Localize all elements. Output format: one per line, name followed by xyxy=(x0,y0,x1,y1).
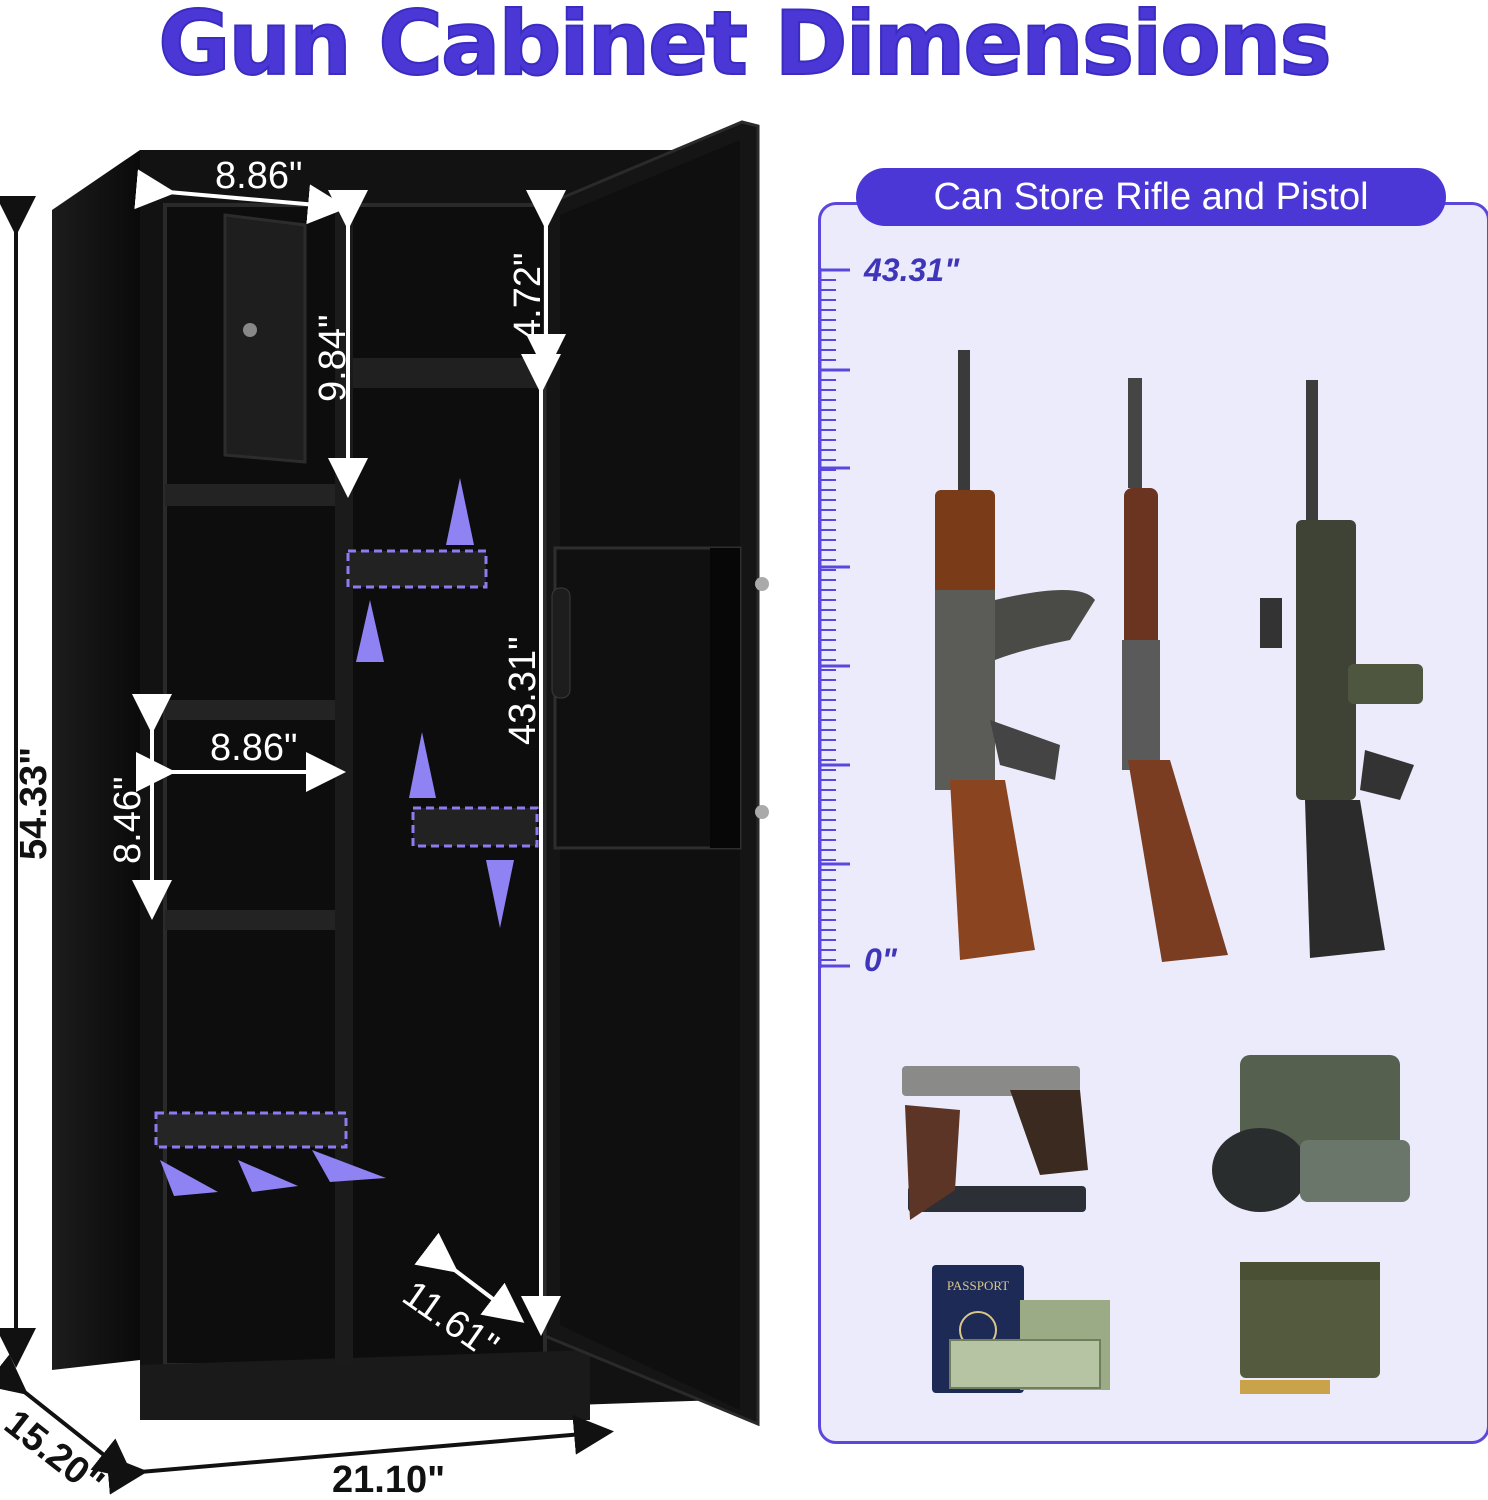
ammo-box-icon xyxy=(1240,1262,1380,1394)
rifle-height-label: 43.31" xyxy=(502,636,544,745)
top-width-label: 8.86" xyxy=(215,155,302,197)
passport-text: PASSPORT xyxy=(947,1278,1009,1293)
top-height-label: 9.84" xyxy=(312,315,354,402)
middle-height-label: 8.46" xyxy=(107,777,149,864)
tactical-gear-icon xyxy=(1212,1055,1410,1212)
cabinet-side xyxy=(52,150,140,1370)
pistols-icon xyxy=(902,1066,1088,1220)
top-shelf-height-label: 4.72" xyxy=(507,253,549,340)
middle-width-label: 8.86" xyxy=(210,727,297,769)
scale-top-label: 43.31" xyxy=(864,252,960,288)
cabinet-base xyxy=(140,1350,590,1420)
panel-header: Can Store Rifle and Pistol xyxy=(856,168,1446,226)
passport-cash-icon: PASSPORT xyxy=(932,1265,1110,1393)
machine-gun-icon xyxy=(1260,380,1423,958)
ak-rifle-icon xyxy=(935,350,1095,960)
scale-bottom-label: 0" xyxy=(864,942,897,978)
page-title: Gun Cabinet Dimensions xyxy=(157,0,1333,96)
total-height-label: 54.33" xyxy=(13,747,55,860)
height-ruler xyxy=(818,268,850,968)
width-label: 21.10" xyxy=(332,1459,445,1500)
shotgun-icon xyxy=(1122,378,1228,962)
